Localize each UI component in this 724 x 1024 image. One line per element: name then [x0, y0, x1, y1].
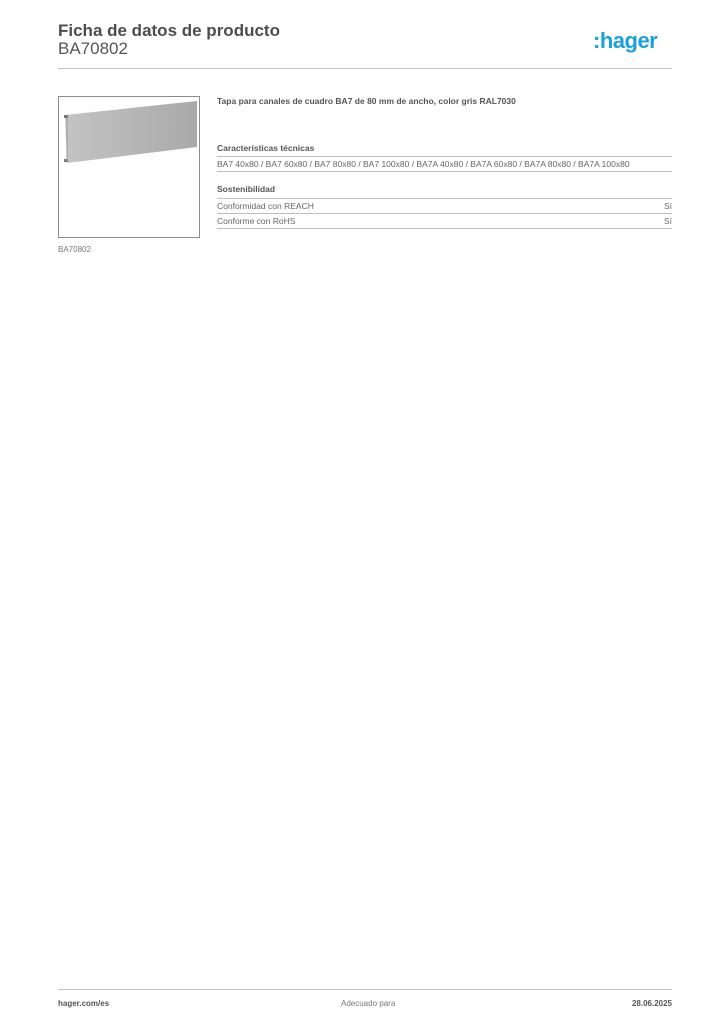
compatibility-row: BA7 40x80 / BA7 60x80 / BA7 80x80 / BA7 …	[217, 157, 672, 171]
product-description: Tapa para canales de cuadro BA7 de 80 mm…	[217, 96, 516, 106]
row-label: Conformidad con REACH	[217, 201, 314, 211]
row-value: Sí	[663, 216, 672, 226]
image-caption: BA70802	[58, 245, 91, 254]
section-title-sustainability: Sostenibilidad	[217, 184, 276, 194]
table-row: Conforme con RoHS Sí	[217, 214, 672, 228]
divider	[217, 213, 672, 214]
section-title-technical: Características técnicas	[217, 143, 315, 153]
footer-center-text: Adecuado para	[341, 999, 396, 1008]
header-divider	[58, 68, 672, 69]
hager-logo: :hager	[593, 28, 658, 53]
compatibility-text: BA7 40x80 / BA7 60x80 / BA7 80x80 / BA7 …	[217, 159, 630, 169]
divider	[217, 228, 672, 229]
divider	[217, 156, 672, 157]
divider	[217, 171, 672, 172]
product-image	[58, 96, 200, 238]
divider	[217, 198, 672, 199]
cover-panel-illustration	[64, 101, 197, 163]
page-title: Ficha de datos de producto	[58, 21, 280, 40]
table-row: Conformidad con REACH Sí	[217, 199, 672, 213]
product-code: BA70802	[58, 39, 128, 58]
footer-date: 28.06.2025	[631, 999, 672, 1008]
footer-divider	[58, 989, 672, 990]
row-label: Conforme con RoHS	[217, 216, 296, 226]
row-value: Sí	[663, 201, 672, 211]
footer-website-link[interactable]: hager.com/es	[58, 999, 110, 1008]
product-details: Tapa para canales de cuadro BA7 de 80 mm…	[217, 96, 672, 229]
